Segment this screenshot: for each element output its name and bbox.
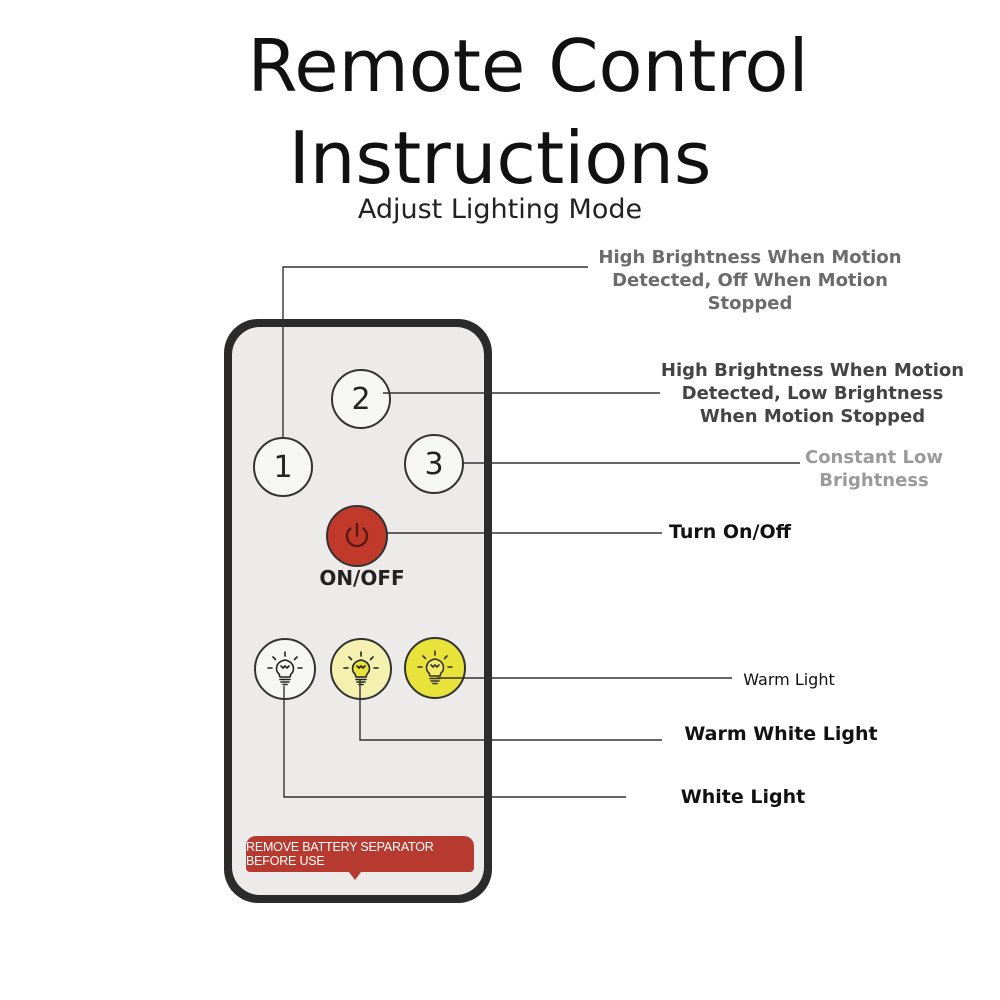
annotation-mode-2-line-2: Detected, Low Brightness <box>681 383 944 404</box>
annotation-mode-2-line-3: When Motion Stopped <box>699 406 926 427</box>
lightbulb-icon <box>267 651 303 686</box>
leader-line-white <box>283 686 626 798</box>
annotation-mode-3: Constant Low Brightness <box>790 446 958 492</box>
lightbulb-icon <box>343 651 379 686</box>
battery-separator-banner: REMOVE BATTERY SEPARATOR BEFORE USE <box>246 836 474 872</box>
page-title-line-1: Remote Control <box>247 24 809 108</box>
annotation-warm-white-light: Warm White Light <box>684 723 878 745</box>
leader-line-warm-white <box>359 680 662 741</box>
power-button[interactable] <box>326 505 388 567</box>
white-light-button[interactable] <box>254 638 316 700</box>
lightbulb-icon <box>417 650 453 685</box>
annotation-mode-3-line-1: Constant Low <box>804 447 943 468</box>
page-title-line-2: Instructions <box>288 116 712 200</box>
annotation-white-light: White Light <box>680 786 806 808</box>
annotation-mode-1-line-2: Detected, Off When Motion <box>612 270 888 291</box>
annotation-power: Turn On/Off <box>668 521 792 543</box>
leader-line-mode-1 <box>282 266 588 438</box>
arrow-down-icon <box>349 872 361 880</box>
warm-white-light-button[interactable] <box>330 638 392 700</box>
power-icon <box>345 522 369 548</box>
annotation-warm-light: Warm Light <box>743 670 835 689</box>
power-button-label: ON/OFF <box>319 566 405 590</box>
page-subtitle: Adjust Lighting Mode <box>357 194 643 225</box>
annotation-mode-2-line-1: High Brightness When Motion <box>660 360 965 381</box>
annotation-mode-1: High Brightness When Motion Detected, Of… <box>575 246 925 315</box>
annotation-mode-1-line-3: Stopped <box>707 293 793 314</box>
annotation-mode-2: High Brightness When Motion Detected, Lo… <box>640 359 985 428</box>
warm-light-button[interactable] <box>404 637 466 699</box>
annotation-mode-3-line-2: Brightness <box>819 470 929 491</box>
mode-2-button[interactable]: 2 <box>331 369 391 429</box>
annotation-mode-1-line-1: High Brightness When Motion <box>598 247 902 268</box>
mode-3-button[interactable]: 3 <box>404 434 464 494</box>
